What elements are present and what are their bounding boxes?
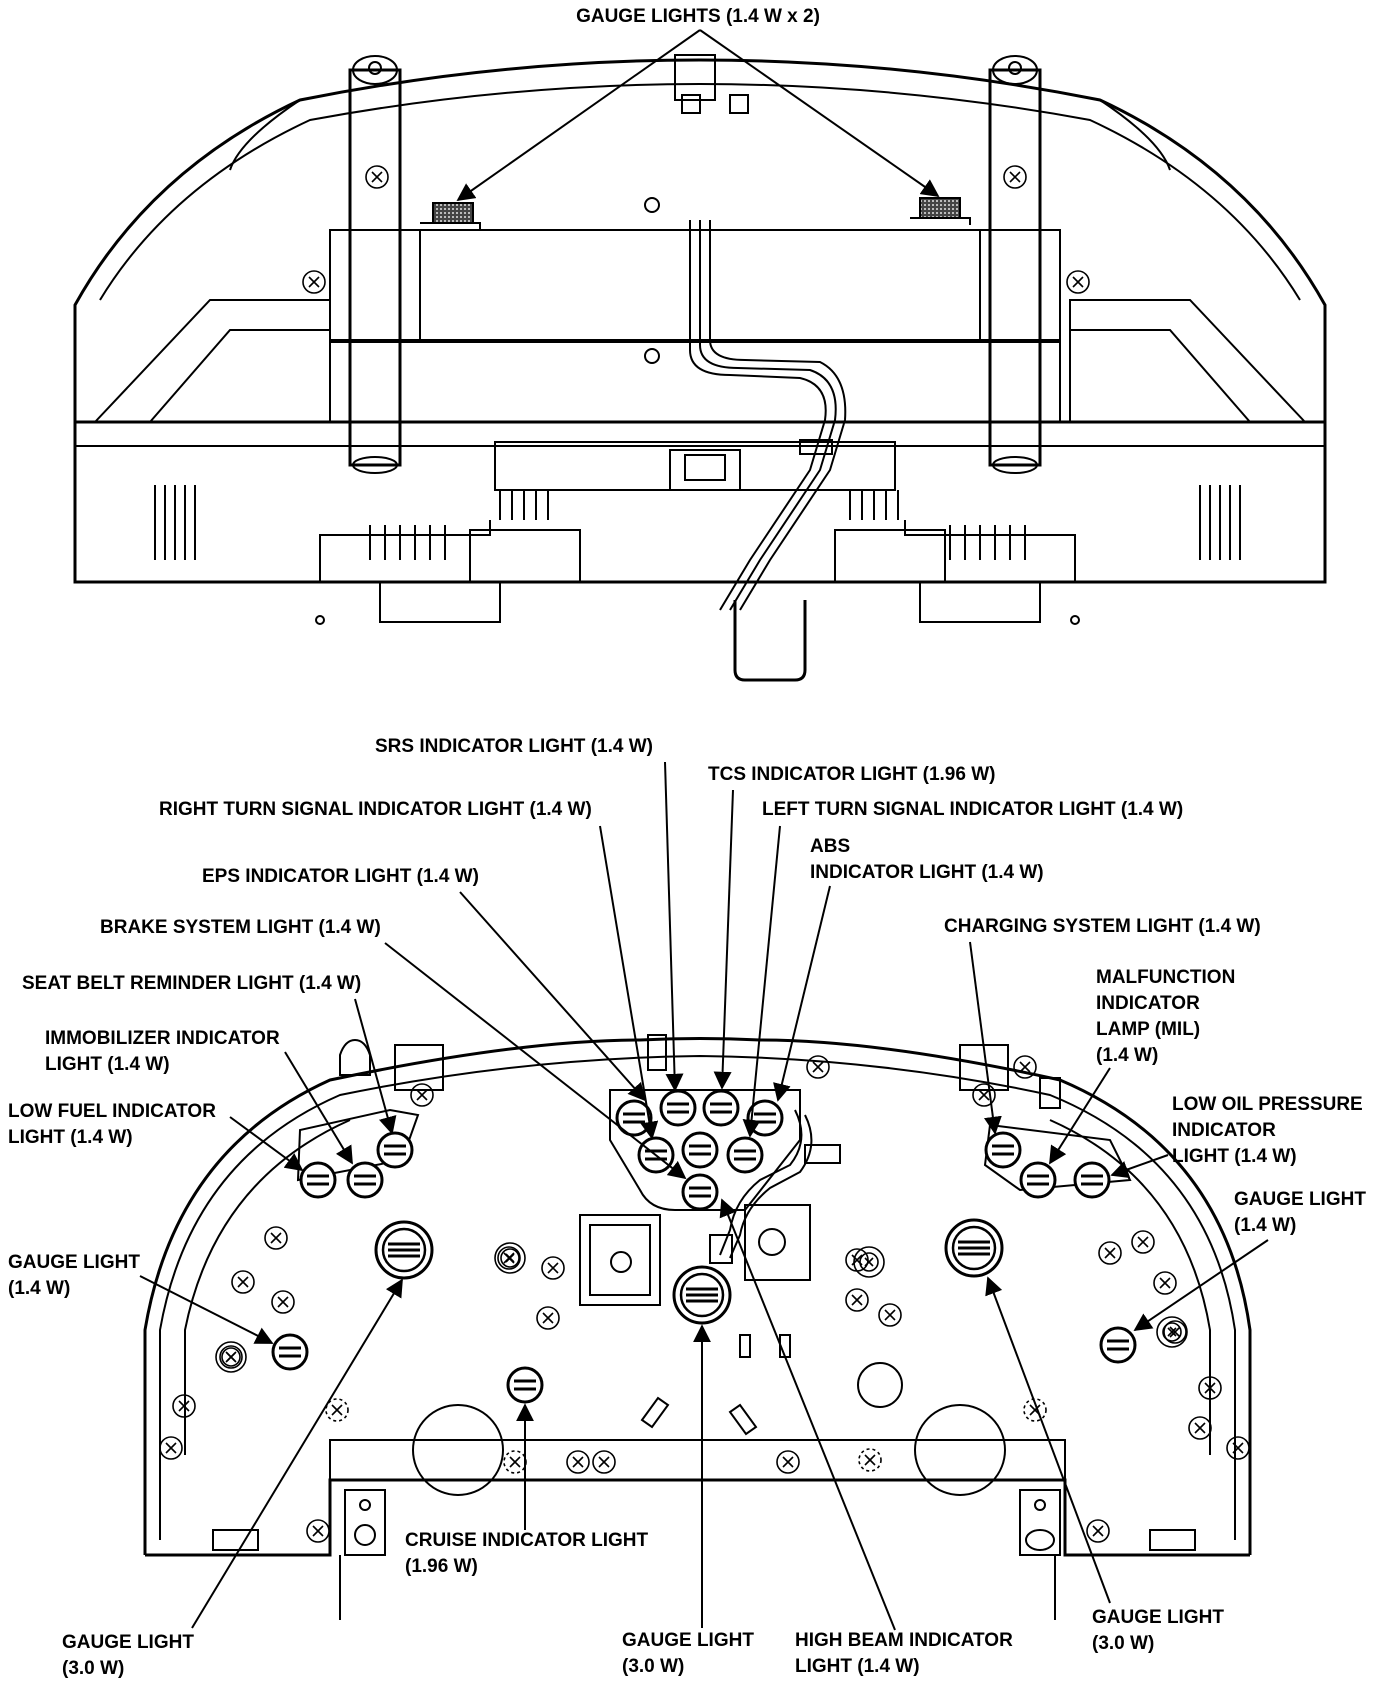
abs-label-line1: ABS [810, 836, 850, 857]
high-beam-label-line2: LIGHT (1.4 W) [795, 1656, 920, 1677]
gauge-bc-label-line2: (3.0 W) [622, 1656, 684, 1677]
low-fuel-leader [229, 1116, 304, 1172]
left-turn-leader [742, 825, 781, 1138]
right-turn-leader [599, 825, 659, 1140]
immobilizer-label-line1: IMMOBILIZER INDICATOR [45, 1028, 280, 1049]
brake-leader [384, 942, 687, 1180]
immobilizer-label-line2: LIGHT (1.4 W) [45, 1054, 170, 1075]
fins-left [154, 485, 549, 560]
mil-label-line2: INDICATOR [1096, 993, 1200, 1014]
tcs-label: TCS INDICATOR LIGHT (1.96 W) [708, 764, 995, 785]
gauge-left-label-line2: (1.4 W) [8, 1278, 70, 1299]
srs-leader [664, 761, 684, 1092]
high-beam-leader [719, 1198, 896, 1631]
low-oil-label-line1: LOW OIL PRESSURE [1172, 1094, 1363, 1115]
gauge-right-label-line1: GAUGE LIGHT [1234, 1189, 1366, 1210]
seat-belt-leader [354, 998, 397, 1135]
mil-leader [1049, 1067, 1111, 1165]
gauge-lights-leader-left [456, 29, 701, 202]
right-turn-label: RIGHT TURN SIGNAL INDICATOR LIGHT (1.4 W… [159, 799, 592, 820]
fins-right [849, 485, 1241, 560]
gauge-lights-leader-right [699, 29, 940, 198]
charging-label: CHARGING SYSTEM LIGHT (1.4 W) [944, 916, 1261, 937]
gauge-br-leader [985, 1276, 1111, 1604]
gauge-right-leader [1133, 1239, 1269, 1332]
low-fuel-label-line2: LIGHT (1.4 W) [8, 1127, 133, 1148]
top-view-cluster-drawing [73, 54, 1327, 682]
immobilizer-leader [284, 1051, 353, 1165]
gauge-lights-callout: GAUGE LIGHTS (1.4 W x 2) [576, 6, 820, 27]
seat-belt-label: SEAT BELT REMINDER LIGHT (1.4 W) [22, 973, 361, 994]
mil-label-line4: (1.4 W) [1096, 1045, 1158, 1066]
brake-label: BRAKE SYSTEM LIGHT (1.4 W) [100, 917, 381, 938]
low-oil-label-line2: INDICATOR [1172, 1120, 1276, 1141]
low-oil-label-line3: LIGHT (1.4 W) [1172, 1146, 1297, 1167]
charging-leader [969, 941, 1002, 1135]
gauge-right-label-line2: (1.4 W) [1234, 1215, 1296, 1236]
gauge-bc-label-line1: GAUGE LIGHT [622, 1630, 754, 1651]
abs-label-line2: INDICATOR LIGHT (1.4 W) [810, 862, 1044, 883]
bottom-view-cluster-drawing [143, 1034, 1252, 1620]
gauge-br-label-line2: (3.0 W) [1092, 1633, 1154, 1654]
gauge-br-label-line1: GAUGE LIGHT [1092, 1607, 1224, 1628]
gauge-left-label-line1: GAUGE LIGHT [8, 1252, 140, 1273]
left-turn-label: LEFT TURN SIGNAL INDICATOR LIGHT (1.4 W) [762, 799, 1183, 820]
mil-label-line3: LAMP (MIL) [1096, 1019, 1200, 1040]
high-beam-label-line1: HIGH BEAM INDICATOR [795, 1630, 1013, 1651]
low-fuel-label-line1: LOW FUEL INDICATOR [8, 1101, 216, 1122]
cruise-label-line2: (1.96 W) [405, 1556, 478, 1577]
eps-label: EPS INDICATOR LIGHT (1.4 W) [202, 866, 479, 887]
gauge-bl-leader [191, 1278, 403, 1629]
gauge-bl-label-line2: (3.0 W) [62, 1658, 124, 1679]
gauge-bl-label-line1: GAUGE LIGHT [62, 1632, 194, 1653]
mil-label-line1: MALFUNCTION [1096, 967, 1235, 988]
eps-leader [459, 891, 647, 1102]
low-oil-leader [1110, 1154, 1169, 1179]
cruise-label-line1: CRUISE INDICATOR LIGHT [405, 1530, 649, 1551]
abs-leader [773, 885, 831, 1102]
srs-label: SRS INDICATOR LIGHT (1.4 W) [375, 736, 653, 757]
gauge-left-leader [139, 1275, 274, 1344]
tcs-leader [713, 789, 734, 1090]
